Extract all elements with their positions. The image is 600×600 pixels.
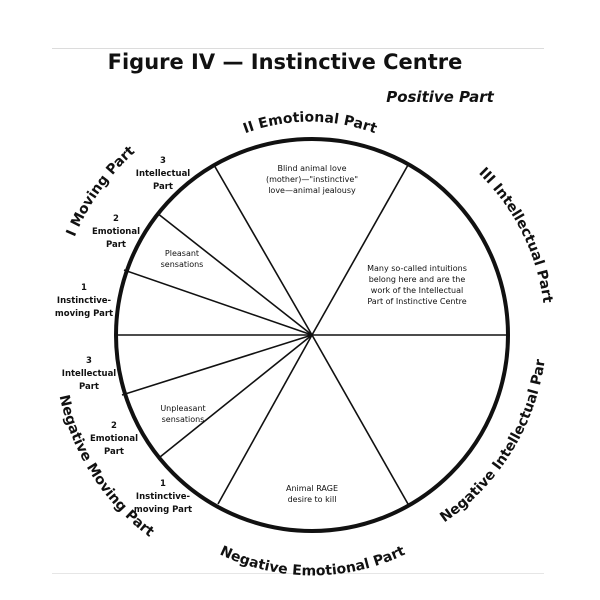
svg-text:(mother)—"instinctive": (mother)—"instinctive" bbox=[266, 175, 358, 184]
svg-text:Many so-called intuitions: Many so-called intuitions bbox=[367, 264, 467, 273]
intellectual-part-label: III Intellectual Part bbox=[476, 165, 556, 305]
svg-text:Part of Instinctive Centre: Part of Instinctive Centre bbox=[367, 297, 466, 306]
note-pleasant: Pleasant sensations bbox=[161, 249, 204, 269]
svg-text:love—animal jealousy: love—animal jealousy bbox=[268, 186, 356, 195]
svg-text:Intellectual: Intellectual bbox=[62, 369, 117, 379]
svg-text:Emotional: Emotional bbox=[90, 434, 138, 444]
svg-text:work of the Intellectual: work of the Intellectual bbox=[371, 286, 463, 295]
neg-moving-subpart-emotional: 2 Emotional Part bbox=[90, 421, 138, 457]
figure-title: Figure IV — Instinctive Centre bbox=[108, 50, 463, 74]
page-frame bbox=[52, 48, 544, 574]
svg-text:Intellectual: Intellectual bbox=[136, 169, 191, 179]
svg-text:belong here and are the: belong here and are the bbox=[369, 275, 466, 284]
spoke-neg-moving-1 bbox=[121, 334, 313, 396]
svg-text:sensations: sensations bbox=[162, 415, 205, 424]
svg-text:3: 3 bbox=[160, 156, 166, 166]
division-lines bbox=[116, 164, 508, 505]
moving-subpart-instinctive: 1 Instinctive- moving Part bbox=[55, 283, 113, 319]
positive-part-label: Positive Part bbox=[386, 88, 494, 106]
moving-part-label: I Moving Part bbox=[64, 143, 139, 239]
note-blind-love: Blind animal love (mother)—"instinctive"… bbox=[266, 164, 358, 195]
svg-text:desire to kill: desire to kill bbox=[288, 495, 337, 504]
svg-text:1: 1 bbox=[81, 283, 87, 293]
spoke-emotional-right bbox=[311, 164, 409, 336]
spoke-emotional-left bbox=[213, 164, 313, 336]
svg-text:Part: Part bbox=[106, 240, 126, 250]
svg-text:Animal RAGE: Animal RAGE bbox=[286, 484, 338, 493]
note-intuitions: Many so-called intuitions belong here an… bbox=[367, 264, 467, 306]
svg-text:3: 3 bbox=[86, 356, 92, 366]
neg-moving-subpart-instinctive: 1 Instinctive- moving Part bbox=[134, 479, 192, 515]
svg-text:Emotional: Emotional bbox=[92, 227, 140, 237]
svg-text:Unpleasant: Unpleasant bbox=[160, 404, 205, 413]
note-rage: Animal RAGE desire to kill bbox=[286, 484, 338, 504]
moving-subpart-emotional: 2 Emotional Part bbox=[92, 214, 140, 250]
spoke-moving-1 bbox=[156, 212, 313, 336]
negative-moving-part-label: Negative Moving Part bbox=[56, 393, 157, 540]
svg-text:2: 2 bbox=[111, 421, 117, 431]
svg-text:Part: Part bbox=[153, 182, 173, 192]
svg-text:moving Part: moving Part bbox=[134, 505, 192, 515]
spoke-neg-moving-2 bbox=[159, 334, 313, 458]
moving-subpart-intellectual: 3 Intellectual Part bbox=[136, 156, 191, 192]
svg-text:1: 1 bbox=[160, 479, 166, 489]
svg-text:Blind animal love: Blind animal love bbox=[277, 164, 346, 173]
svg-text:Pleasant: Pleasant bbox=[165, 249, 199, 258]
svg-text:sensations: sensations bbox=[161, 260, 204, 269]
spoke-moving-2 bbox=[123, 269, 313, 336]
svg-text:Part: Part bbox=[79, 382, 99, 392]
svg-text:moving Part: moving Part bbox=[55, 309, 113, 319]
neg-moving-subpart-intellectual: 3 Intellectual Part bbox=[62, 356, 117, 392]
svg-text:Instinctive-: Instinctive- bbox=[136, 492, 191, 502]
spoke-neg-emotional-left bbox=[217, 334, 313, 505]
spoke-neg-emotional-right bbox=[311, 334, 409, 505]
svg-text:2: 2 bbox=[113, 214, 119, 224]
negative-emotional-part-label: Negative Emotional Part bbox=[218, 543, 408, 579]
svg-text:Instinctive-: Instinctive- bbox=[57, 296, 112, 306]
svg-text:Part: Part bbox=[104, 447, 124, 457]
note-unpleasant: Unpleasant sensations bbox=[160, 404, 205, 424]
emotional-part-label: II Emotional Part bbox=[241, 110, 379, 138]
